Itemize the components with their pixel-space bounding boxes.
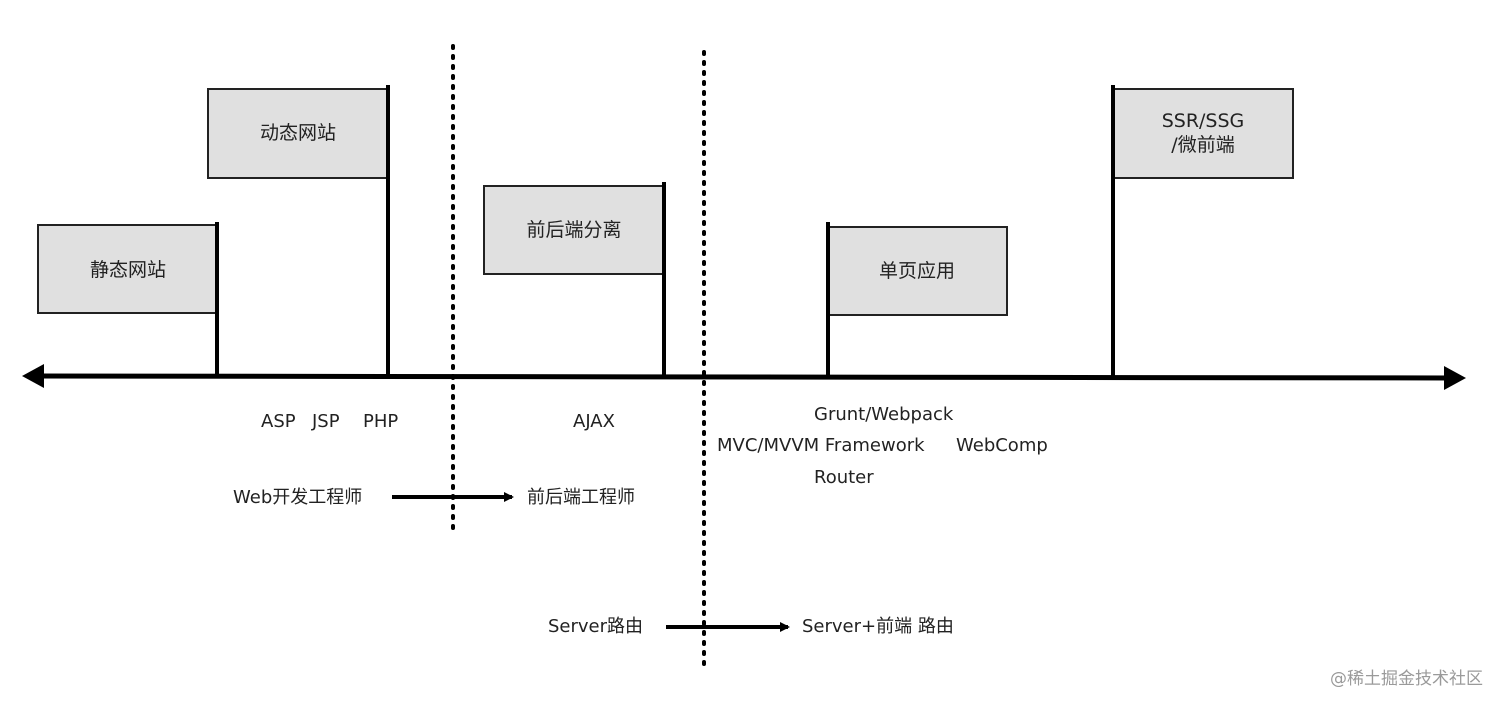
tech-label-mvc-mvvm: MVC/MVVM Framework — [717, 435, 925, 456]
routing-to-label: Server+前端 路由 — [802, 616, 954, 637]
tech-label-asp: ASP — [261, 411, 296, 432]
tech-label-jsp: JSP — [311, 411, 340, 432]
axis-left-arrowhead — [22, 364, 44, 388]
tech-label-webcomp: WebComp — [956, 435, 1048, 456]
flag-label-dynamic-site: 动态网站 — [260, 122, 336, 144]
flag-frontend-backend-separation: 前后端分离 — [483, 182, 666, 376]
flag-label-ssr-ssg-line2: /微前端 — [1171, 134, 1234, 156]
routing-from-label: Server路由 — [548, 616, 643, 637]
axis-right-arrowhead — [1444, 366, 1466, 390]
tech-label-grunt-webpack: Grunt/Webpack — [814, 404, 954, 425]
flag-ssr-ssg: SSR/SSG /微前端 — [1111, 85, 1294, 378]
tech-label-router: Router — [814, 467, 874, 488]
flag-label-static-site: 静态网站 — [90, 259, 166, 281]
role-from-label: Web开发工程师 — [233, 487, 362, 508]
flag-label-frontend-backend-separation: 前后端分离 — [526, 219, 621, 241]
flag-static-site: 静态网站 — [37, 222, 219, 376]
role-to-label: 前后端工程师 — [527, 487, 635, 508]
watermark-text: @稀土掘金技术社区 — [1330, 669, 1483, 689]
tech-label-php: PHP — [363, 411, 398, 432]
flag-spa: 单页应用 — [826, 222, 1008, 377]
flag-label-spa: 单页应用 — [879, 260, 955, 282]
flag-dynamic-site: 动态网站 — [207, 85, 390, 376]
flag-label-ssr-ssg-line1: SSR/SSG — [1162, 110, 1245, 132]
timeline-axis — [22, 364, 1466, 390]
tech-label-ajax: AJAX — [573, 411, 615, 432]
